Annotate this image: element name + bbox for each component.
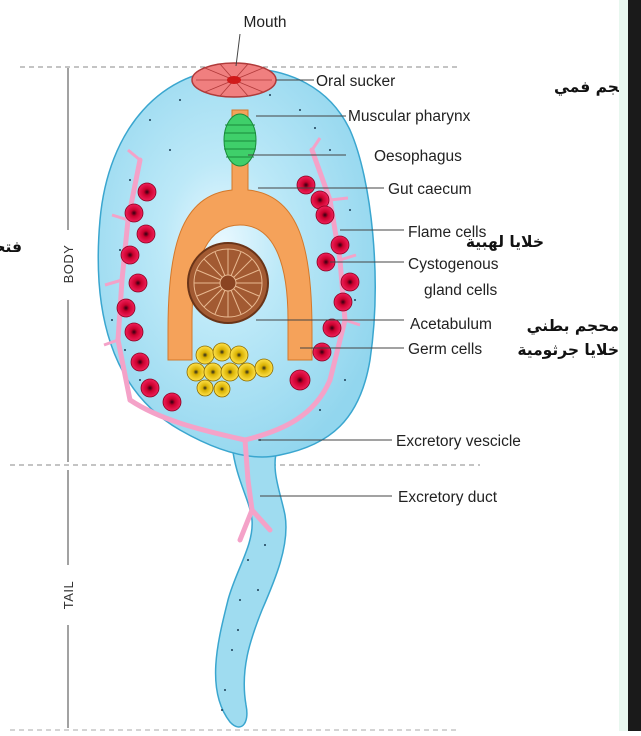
label-mouth: Mouth xyxy=(243,14,286,31)
oral-sucker xyxy=(192,63,276,97)
arabic-germ-cells: خلايا جرثومية xyxy=(517,341,619,359)
right-edge-strip xyxy=(619,0,628,731)
acetabulum xyxy=(188,243,268,323)
label-excretory-duct: Excretory duct xyxy=(398,489,498,506)
label-oesophagus: Oesophagus xyxy=(374,148,462,165)
label-acetabulum: Acetabulum xyxy=(410,316,492,333)
label-cystogenous-line1: Cystogenous xyxy=(408,256,499,273)
label-cystogenous-line2: gland cells xyxy=(424,282,497,299)
muscular-pharynx xyxy=(224,114,256,166)
label-muscular-pharynx: Muscular pharynx xyxy=(348,108,471,125)
label-oral-sucker: Oral sucker xyxy=(316,73,395,90)
label-gut-caecum: Gut caecum xyxy=(388,181,472,198)
label-excretory-vesicle: Excretory vescicle xyxy=(396,433,521,450)
body-section-label: BODY xyxy=(61,245,76,284)
right-edge-border xyxy=(628,0,641,731)
arabic-acetabulum: محجم بطني xyxy=(527,317,619,336)
tail-section-label: TAIL xyxy=(61,581,76,610)
arabic-flame-cells: خلايا لهبية xyxy=(466,233,544,251)
arabic-left-edge: فتحة xyxy=(0,238,22,256)
label-germ-cells: Germ cells xyxy=(408,341,482,358)
